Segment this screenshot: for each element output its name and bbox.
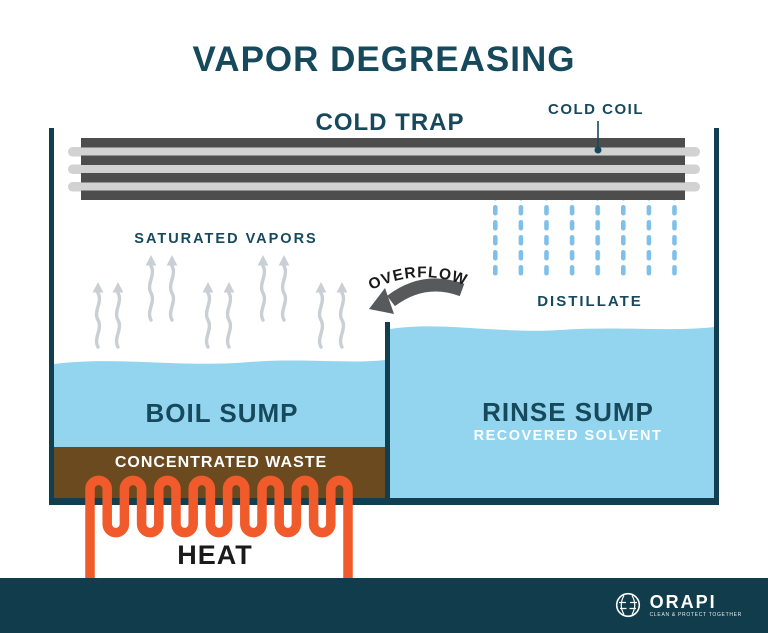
heat-label: HEAT: [177, 540, 253, 570]
distillate-label: DISTILLATE: [537, 293, 643, 310]
cold-coil-pointer: [594, 121, 602, 154]
recovered-solvent-label: RECOVERED SOLVENT: [473, 428, 663, 444]
vapor-arrows: [90, 253, 350, 349]
heating-coil: [85, 475, 353, 578]
brand-tagline: CLEAN & PROTECT TOGETHER: [649, 611, 742, 618]
page-title: VAPOR DEGREASING: [192, 40, 576, 79]
footer-bar: ORAPI CLEAN & PROTECT TOGETHER: [0, 578, 768, 633]
tank-walls: [49, 128, 719, 505]
boil-sump-water: [54, 360, 385, 448]
brand-name: ORAPI: [649, 591, 717, 612]
rinse-sump-water: [390, 326, 714, 500]
overflow-arrow: OVERFLOW: [366, 264, 469, 314]
cold-trap-coil: [68, 138, 700, 200]
brand-text: ORAPI CLEAN & PROTECT TOGETHER: [650, 593, 742, 618]
brand-logo: ORAPI CLEAN & PROTECT TOGETHER: [613, 590, 742, 620]
cold-coil-label: COLD COIL: [548, 101, 644, 118]
rinse-sump-label: RINSE SUMP: [482, 397, 654, 427]
concentrated-waste-label: CONCENTRATED WASTE: [114, 454, 328, 471]
globe-icon: [615, 592, 640, 618]
saturated-vapors-label: SATURATED VAPORS: [134, 231, 318, 247]
cold-trap-label: COLD TRAP: [315, 109, 465, 136]
distillate-droplets: [491, 189, 678, 276]
boil-sump-label: BOIL SUMP: [145, 398, 299, 428]
